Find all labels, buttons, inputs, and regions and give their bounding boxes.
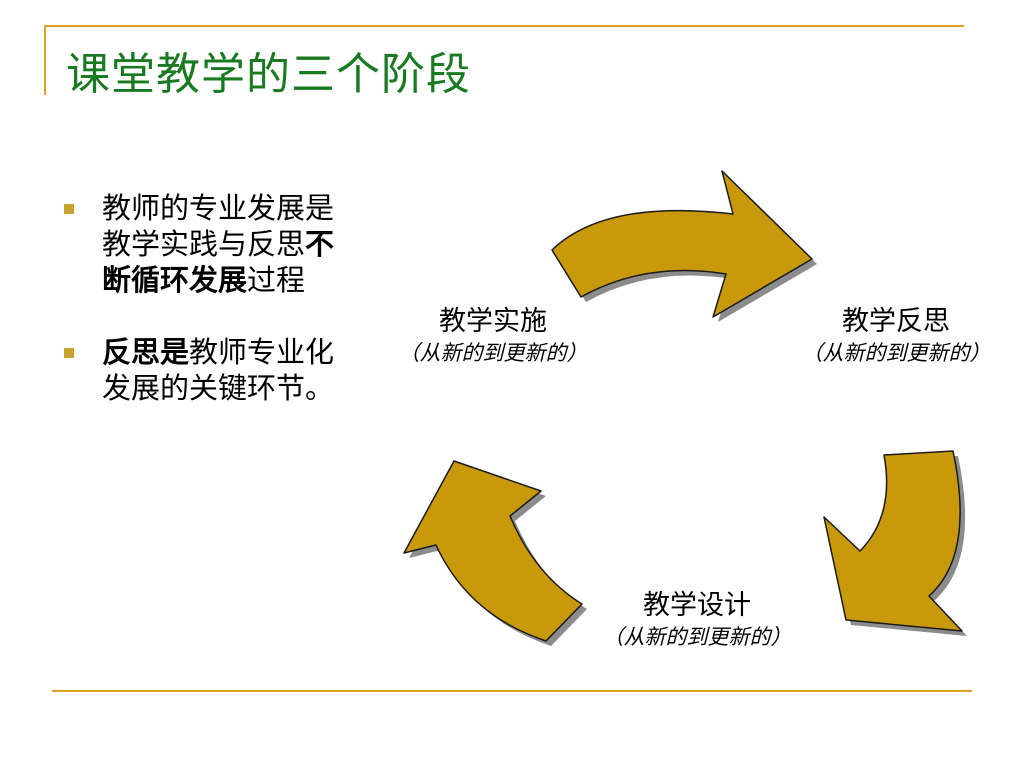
bottom-divider	[52, 690, 972, 692]
bullet-line: 发展的关键环节。	[102, 371, 335, 405]
bullet-line: 教师的专业发展是	[102, 191, 335, 225]
bullet-line: 教学实践与反思不	[102, 227, 335, 261]
left-divider	[44, 25, 46, 95]
top-divider	[44, 25, 964, 27]
stage-name: 教学设计	[643, 590, 751, 621]
bullet-item: 反思是教师专业化 发展的关键环节。	[64, 334, 414, 406]
stage-implementation: 教学实施 （从新的到更新的）	[368, 306, 618, 368]
stage-name: 教学实施	[439, 306, 547, 337]
arrow-implementation-to-reflection-icon	[551, 170, 817, 322]
slide-title: 课堂教学的三个阶段	[66, 49, 471, 100]
arrow-reflection-to-design-icon	[823, 450, 967, 636]
bullet-square-icon	[64, 348, 74, 358]
stage-design: 教学设计 （从新的到更新的）	[572, 590, 822, 652]
bullet-item: 教师的专业发展是 教学实践与反思不 断循环发展过程	[64, 190, 414, 298]
bullet-square-icon	[64, 204, 74, 214]
stage-subtitle: （从新的到更新的）	[602, 625, 792, 649]
stage-name: 教学反思	[842, 306, 950, 337]
bullet-list: 教师的专业发展是 教学实践与反思不 断循环发展过程 反思是教师专业化 发展的关键…	[64, 190, 414, 442]
stage-reflection: 教学反思 （从新的到更新的）	[771, 306, 1021, 368]
bullet-text: 反思是教师专业化 发展的关键环节。	[102, 334, 414, 406]
bullet-text: 教师的专业发展是 教学实践与反思不 断循环发展过程	[102, 190, 414, 298]
stage-subtitle: （从新的到更新的）	[398, 341, 588, 365]
stage-subtitle: （从新的到更新的）	[801, 341, 991, 365]
arrow-design-to-implementation-icon	[403, 460, 587, 646]
bullet-line: 断循环发展过程	[102, 263, 306, 297]
bullet-line: 反思是教师专业化	[102, 335, 335, 369]
